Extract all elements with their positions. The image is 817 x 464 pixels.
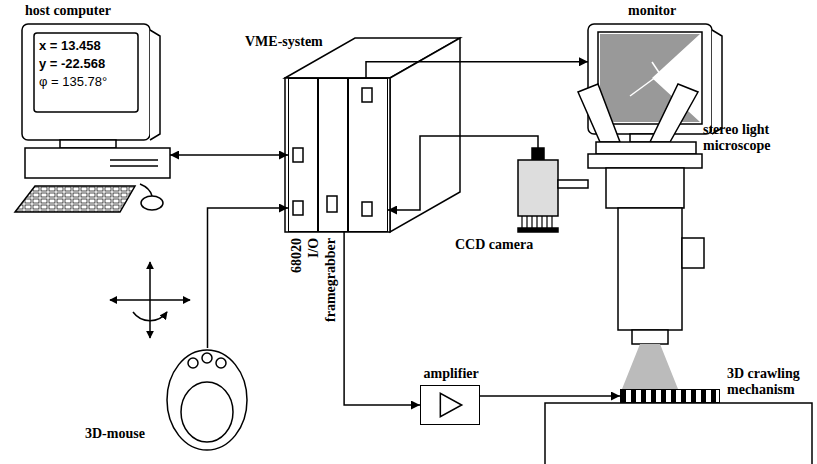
connector-arrow [170,154,288,156]
device-label: amplifier [424,366,479,382]
device-label: 3D-mouse [85,426,145,442]
ccd-camera: CCD camera [515,148,561,232]
connector-arrow [208,208,289,348]
device-label: monitor [628,3,676,19]
card-label: I/O [306,238,322,258]
device-label: host computer [25,3,111,19]
connector-arrow [388,136,538,210]
device-label: stereo light microscope [703,122,811,154]
vme-system: VME-system68020I/Oframegrabber [285,78,390,232]
device-label: 3D crawling mechanism [727,366,815,398]
cpu-card: 68020 [288,78,318,232]
angle-readout: φ = 135.78° [39,74,107,90]
monitor: monitor [588,24,722,142]
device-label: VME-system [245,34,323,50]
io-card: I/O [318,78,348,232]
card-label: framegrabber [323,238,339,322]
framegrabber-card: framegrabber [348,78,388,232]
connector-arrow [480,395,620,397]
connector-arrow [344,232,420,405]
host-computer-illustration [15,24,170,212]
3d-mouse-illustration [167,350,247,450]
vme-rack-illustration [285,38,460,232]
host-computer: host computerx = 13.458y = -22.568φ = 13… [15,24,170,215]
coordinate-readout: y = -22.568 [39,56,105,72]
crawling-mechanism: 3D crawling mechanism [620,389,720,403]
motion-axes-symbol [110,262,190,338]
amplifier: amplifier [420,385,480,425]
connector-arrow [366,62,588,78]
card-label: 68020 [289,238,305,273]
table-outline [545,403,812,464]
amplifier-symbol [421,386,479,424]
microscope-illustration [578,84,704,389]
ccd-camera-illustration [518,148,588,232]
3d-mouse: 3D-mouse [165,348,250,450]
stereo-microscope: stereo light microscope [578,84,704,389]
device-label: CCD camera [455,237,533,253]
coordinate-readout: x = 13.458 [39,38,101,54]
